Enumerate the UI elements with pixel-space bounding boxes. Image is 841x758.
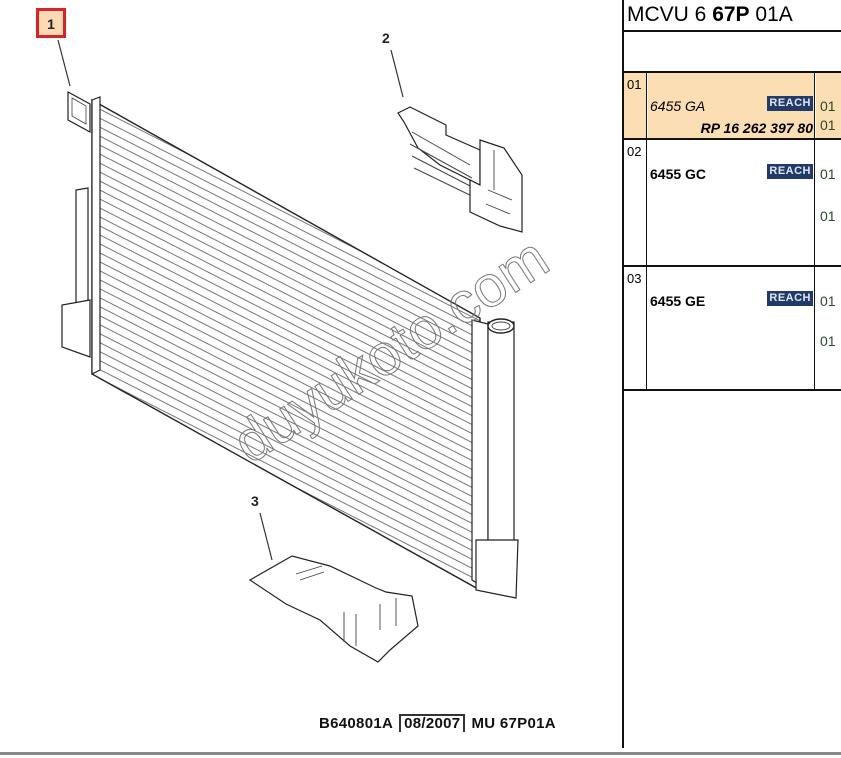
quantity: 01 — [820, 293, 836, 309]
part-reference: 6455 GC — [650, 166, 707, 182]
drawing-date: 08/2007 — [399, 714, 466, 732]
parts-diagram: duyukoto.com 1 2 3 B640801A 08/2007 MU 67P… — [36, 8, 560, 732]
quantity: 01 — [820, 333, 836, 349]
bracket-part-2[interactable] — [397, 106, 523, 233]
row-index: 02 — [624, 140, 647, 265]
callout-2[interactable]: 2 — [382, 30, 390, 46]
panel-header-blank — [624, 32, 841, 73]
part-reference: 6455 GE — [650, 293, 706, 309]
row-index: 01 — [624, 73, 647, 138]
part-number[interactable]: RP 16 262 397 80 — [700, 120, 813, 136]
drawing-code: B640801A — [319, 715, 394, 732]
reach-badge: REACH — [767, 291, 813, 306]
part-reference: 6455 GA — [650, 98, 706, 114]
condenser-illustration: duyukoto.com — [57, 39, 560, 663]
quantity: 01 — [820, 98, 836, 114]
reach-badge: REACH — [767, 164, 813, 179]
quantity: 01 — [820, 166, 836, 182]
support-part-3[interactable] — [248, 555, 419, 663]
parts-row-03[interactable]: 03 6455 GE REACH 01 01 — [624, 267, 841, 391]
diagram-footer: B640801A 08/2007 MU 67P01A — [319, 714, 556, 732]
quantity: 01 — [820, 208, 836, 224]
parts-list-panel: MCVU 6 67P 01A 01 6455 GA REACH RP 16 26… — [624, 0, 841, 391]
row-index: 03 — [624, 267, 647, 389]
bottom-divider — [0, 752, 841, 755]
parts-row-02[interactable]: 02 6455 GC REACH 01 01 — [624, 140, 841, 267]
panel-title: MCVU 6 67P 01A — [624, 0, 841, 32]
parts-row-01[interactable]: 01 6455 GA REACH RP 16 262 397 80 01 01 — [624, 73, 841, 140]
quantity: 01 — [820, 117, 836, 133]
reach-badge: REACH — [767, 96, 813, 111]
vertical-divider — [622, 0, 624, 748]
model-code: MU 67P01A — [471, 715, 556, 732]
callout-3[interactable]: 3 — [251, 493, 259, 509]
condenser-part-1[interactable] — [61, 90, 519, 599]
callout-1[interactable]: 1 — [36, 8, 66, 38]
